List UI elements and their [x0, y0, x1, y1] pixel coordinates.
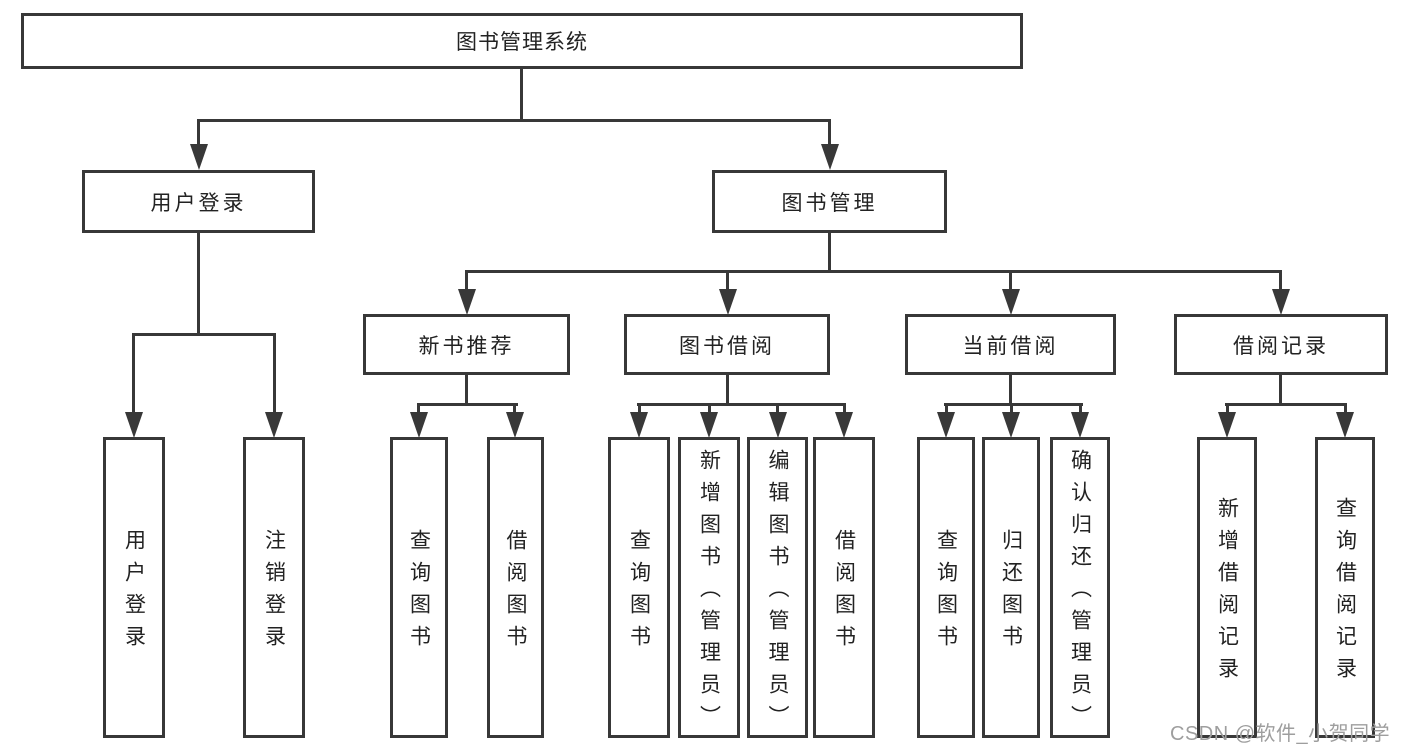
connector-user-login-rail	[132, 333, 276, 336]
arrowhead-borrow-books-2	[835, 412, 853, 438]
node-book-borrowing: 图书借阅	[624, 314, 830, 375]
connector-drop-edit-books	[776, 405, 779, 413]
leaf-add-books-admin: 新增图书（管理员）	[678, 437, 740, 738]
connector-drop-return-books	[1010, 405, 1013, 413]
connector-current-borrowing-stem	[1009, 375, 1012, 406]
arrowhead-user-login	[190, 144, 208, 170]
node-library-system-label: 图书管理系统	[456, 31, 588, 54]
connector-drop-book-management	[828, 121, 831, 147]
leaf-query-books-recommend: 查询图书	[390, 437, 448, 738]
arrowhead-query-record	[1336, 412, 1354, 438]
leaf-edit-books-admin-label: 编辑图书（管理员）	[766, 448, 790, 737]
connector-drop-borrow-books-1	[513, 405, 516, 413]
connector-drop-query-books-2	[638, 405, 641, 413]
leaf-query-books-current: 查询图书	[917, 437, 975, 738]
connector-drop-add-books	[708, 405, 711, 413]
arrowhead-book-borrowing	[719, 289, 737, 315]
leaf-borrow-books-label: 借阅图书	[832, 528, 856, 657]
node-library-system: 图书管理系统	[21, 13, 1023, 69]
leaf-logout-label: 注销登录	[262, 528, 286, 657]
arrowhead-leaf-logout	[265, 412, 283, 438]
leaf-add-borrow-record: 新增借阅记录	[1197, 437, 1257, 738]
arrowhead-borrowing-records	[1272, 289, 1290, 315]
leaf-user-login-label: 用户登录	[122, 528, 146, 657]
connector-new-book-rail	[417, 403, 518, 406]
arrowhead-confirm-return	[1071, 412, 1089, 438]
watermark: CSDN @软件_小贺同学	[1170, 723, 1391, 745]
arrowhead-leaf-user-login	[125, 412, 143, 438]
leaf-add-borrow-record-label: 新增借阅记录	[1215, 496, 1239, 689]
leaf-query-books-current-label: 查询图书	[934, 528, 958, 657]
connector-book-management-rail	[465, 270, 1282, 273]
arrowhead-book-management	[821, 144, 839, 170]
leaf-query-books-borrowing: 查询图书	[608, 437, 670, 738]
arrowhead-return-books	[1002, 412, 1020, 438]
arrowhead-query-books-1	[410, 412, 428, 438]
leaf-borrow-books: 借阅图书	[813, 437, 875, 738]
leaf-return-books-label: 归还图书	[999, 528, 1023, 657]
connector-drop-borrowing-records	[1279, 272, 1282, 290]
connector-book-borrowing-rail	[637, 403, 846, 406]
arrowhead-add-books	[700, 412, 718, 438]
node-borrowing-records: 借阅记录	[1174, 314, 1388, 375]
connector-drop-confirm-return	[1079, 405, 1082, 413]
leaf-edit-books-admin: 编辑图书（管理员）	[747, 437, 808, 738]
leaf-add-books-admin-label: 新增图书（管理员）	[697, 448, 721, 737]
connector-book-management-stem	[828, 233, 831, 273]
leaf-query-borrow-record-label: 查询借阅记录	[1333, 496, 1357, 689]
connector-drop-leaf-user-login	[132, 335, 135, 413]
node-user-login-label: 用户登录	[150, 191, 247, 215]
leaf-query-books-recommend-label: 查询图书	[407, 528, 431, 657]
leaf-confirm-return-admin: 确认归还（管理员）	[1050, 437, 1110, 738]
node-book-management-label: 图书管理	[781, 191, 878, 215]
arrowhead-query-books-3	[937, 412, 955, 438]
arrowhead-edit-books	[769, 412, 787, 438]
connector-drop-query-record	[1344, 405, 1347, 413]
arrowhead-query-books-2	[630, 412, 648, 438]
node-current-borrowing: 当前借阅	[905, 314, 1116, 375]
arrowhead-borrow-books-1	[506, 412, 524, 438]
connector-drop-current-borrowing	[1009, 272, 1012, 290]
leaf-query-borrow-record: 查询借阅记录	[1315, 437, 1375, 738]
arrowhead-add-record	[1218, 412, 1236, 438]
connector-root-rail	[197, 119, 831, 122]
leaf-confirm-return-admin-label: 确认归还（管理员）	[1068, 448, 1092, 737]
node-new-book-recommendation: 新书推荐	[363, 314, 570, 375]
connector-borrowing-records-stem	[1279, 375, 1282, 406]
connector-drop-new-book	[465, 272, 468, 290]
arrowhead-current-borrowing	[1002, 289, 1020, 315]
connector-drop-add-record	[1226, 405, 1229, 413]
connector-drop-user-login	[197, 121, 200, 147]
leaf-logout: 注销登录	[243, 437, 305, 738]
connector-book-borrowing-stem	[726, 375, 729, 406]
node-new-book-recommendation-label: 新书推荐	[418, 334, 515, 358]
node-user-login: 用户登录	[82, 170, 315, 233]
leaf-user-login: 用户登录	[103, 437, 165, 738]
connector-borrowing-records-rail	[1225, 403, 1347, 406]
node-borrowing-records-label: 借阅记录	[1233, 334, 1329, 358]
arrowhead-new-book	[458, 289, 476, 315]
leaf-return-books: 归还图书	[982, 437, 1040, 738]
leaf-query-books-borrowing-label: 查询图书	[627, 528, 651, 657]
connector-drop-borrow-books-2	[843, 405, 846, 413]
connector-drop-book-borrowing	[726, 272, 729, 290]
connector-drop-query-books-1	[417, 405, 420, 413]
connector-drop-query-books-3	[945, 405, 948, 413]
leaf-borrow-books-recommend-label: 借阅图书	[504, 528, 528, 657]
connector-user-login-stem	[197, 233, 200, 336]
connector-new-book-stem	[465, 375, 468, 406]
connector-current-borrowing-rail	[944, 403, 1083, 406]
connector-root-stem	[520, 68, 523, 122]
node-current-borrowing-label: 当前借阅	[962, 334, 1059, 358]
node-book-management: 图书管理	[712, 170, 947, 233]
leaf-borrow-books-recommend: 借阅图书	[487, 437, 544, 738]
connector-drop-leaf-logout	[273, 335, 276, 413]
node-book-borrowing-label: 图书借阅	[679, 334, 775, 358]
